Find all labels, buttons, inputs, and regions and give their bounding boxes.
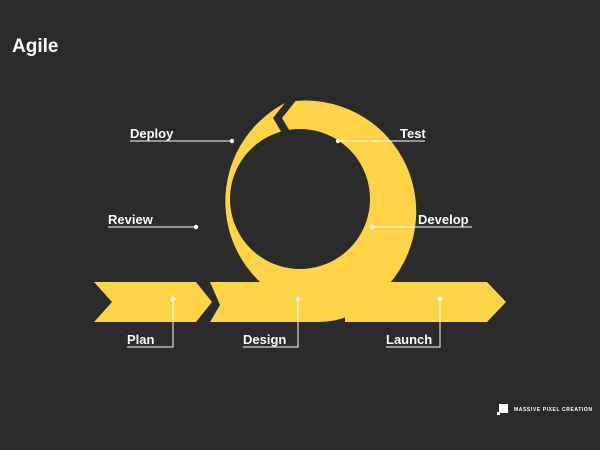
pixel-logo-icon — [497, 404, 508, 415]
connector-lines — [108, 140, 472, 348]
label-design: Design — [243, 332, 286, 347]
label-deploy: Deploy — [130, 126, 174, 141]
cycle-loop-shape — [210, 100, 417, 323]
label-review: Review — [108, 212, 154, 227]
label-develop: Develop — [418, 212, 469, 227]
brand-name: MASSIVE PIXEL CREATION — [514, 406, 593, 413]
connector-dots — [170, 138, 443, 302]
label-test: Test — [400, 126, 426, 141]
page-title: Agile — [12, 36, 59, 57]
brand-footer: MASSIVE PIXEL CREATION — [497, 404, 593, 415]
cycle-notch — [273, 98, 298, 140]
label-launch: Launch — [386, 332, 432, 347]
launch-arrow-segment — [345, 282, 506, 322]
label-plan: Plan — [127, 332, 155, 347]
plan-arrow-segment — [94, 282, 212, 322]
